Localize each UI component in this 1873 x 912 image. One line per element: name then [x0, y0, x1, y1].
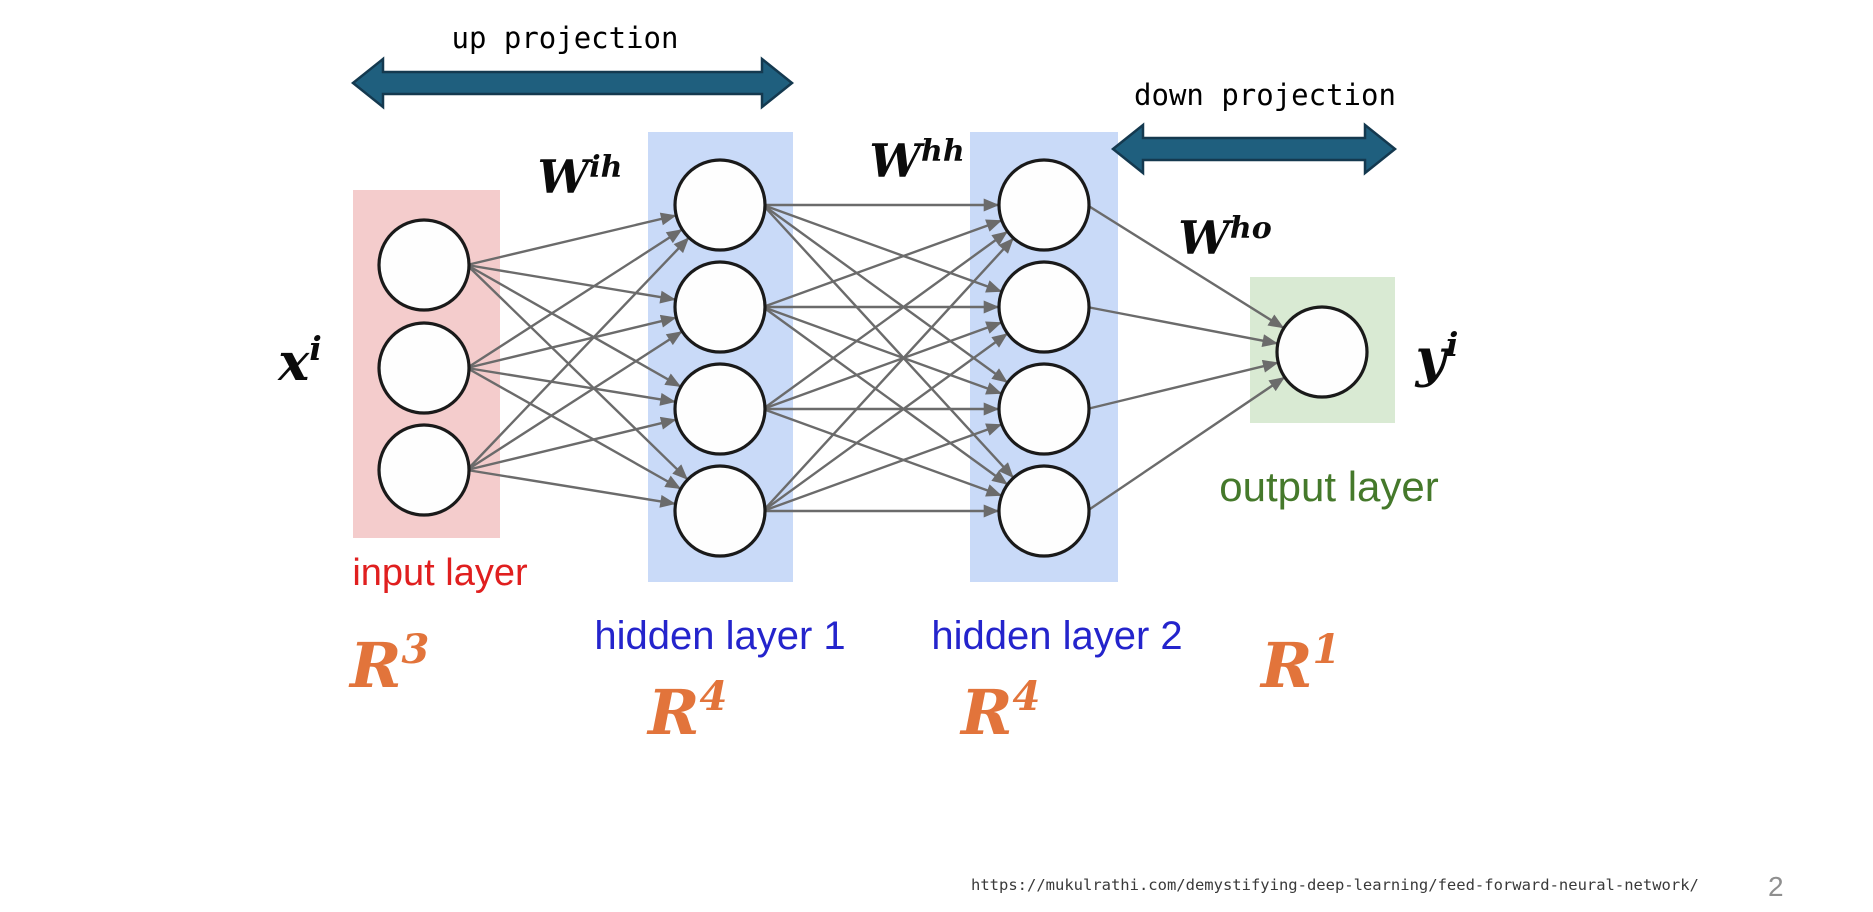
- weight-hh-label: Whh: [869, 137, 964, 185]
- page-number: 2: [1768, 871, 1784, 902]
- connection-line: [762, 204, 1014, 479]
- connection-line: [466, 330, 683, 472]
- neuron-hidden2: [997, 260, 1091, 354]
- down-projection-arrow: [1110, 122, 1398, 176]
- hidden-layer-1-label: hidden layer 1: [594, 614, 846, 658]
- weight-ho-label: Who: [1178, 214, 1272, 262]
- r3-sup: 3: [401, 626, 430, 673]
- r1-sup: 1: [1312, 626, 1341, 673]
- connection-line: [1086, 203, 1285, 329]
- source-url: https://mukulrathi.com/demystifying-deep…: [971, 876, 1699, 894]
- up-projection-arrow: [350, 56, 795, 110]
- r4b-base: R: [961, 676, 1013, 749]
- connection-line: [762, 204, 1008, 383]
- r4a-sup: 4: [699, 673, 728, 720]
- neuron-hidden1: [673, 464, 767, 558]
- weight-ih-label: Wih: [538, 153, 623, 201]
- weight-ho-sup: ho: [1229, 211, 1272, 246]
- connection-line: [1086, 376, 1285, 512]
- connection-line: [762, 219, 1002, 309]
- connection-line: [762, 407, 1002, 497]
- connection-line: [466, 468, 676, 508]
- weight-ih-sup: ih: [589, 150, 623, 185]
- neuron-input: [377, 321, 471, 415]
- input-dimension-label: R3: [350, 630, 429, 697]
- output-dimension-label: R1: [1261, 630, 1340, 697]
- weight-hh-base: W: [869, 134, 922, 188]
- neuron-hidden1: [673, 362, 767, 456]
- neuron-hidden1: [673, 158, 767, 252]
- connection-line: [762, 321, 1002, 411]
- connection-line: [762, 306, 1008, 485]
- r1-base: R: [1261, 629, 1313, 702]
- r4b-sup: 4: [1012, 673, 1041, 720]
- r4a-base: R: [648, 676, 700, 749]
- connection-line: [466, 263, 676, 304]
- input-vector-sup: i: [309, 329, 322, 368]
- weight-hh-sup: hh: [921, 134, 965, 169]
- neuron-hidden2: [997, 158, 1091, 252]
- connection-line: [1086, 359, 1279, 411]
- down-projection-label: down projection: [1134, 78, 1396, 112]
- output-vector-label: yi: [1416, 328, 1459, 385]
- connection-line: [762, 237, 1014, 512]
- input-layer-label: input layer: [352, 552, 528, 594]
- neuron-hidden2: [997, 362, 1091, 456]
- input-vector-label: xi: [278, 332, 322, 389]
- weight-ih-base: W: [537, 150, 590, 204]
- neuron-hidden1: [673, 260, 767, 354]
- connection-line: [762, 423, 1002, 513]
- connection-line: [466, 314, 677, 370]
- input-vector-base: x: [278, 332, 310, 393]
- connection-line: [762, 231, 1008, 410]
- neuron-input: [377, 423, 471, 517]
- connection-line: [466, 263, 682, 388]
- neuron-output: [1275, 305, 1369, 399]
- connection-line: [466, 366, 676, 406]
- neuron-hidden2: [997, 464, 1091, 558]
- connection-line: [1086, 305, 1279, 348]
- neuron-input: [377, 218, 471, 312]
- connection-line: [466, 416, 677, 472]
- connection-line: [466, 228, 683, 370]
- connection-line: [466, 366, 682, 490]
- r3-base: R: [350, 629, 402, 702]
- weight-ho-base: W: [1178, 211, 1230, 265]
- output-layer-label: output layer: [1219, 463, 1439, 510]
- hidden1-dimension-label: R4: [648, 677, 727, 744]
- connection-line: [762, 305, 1002, 395]
- connection-line: [466, 264, 688, 480]
- connection-line: [466, 212, 677, 267]
- connection-line: [762, 333, 1008, 512]
- up-projection-label: up projection: [451, 21, 679, 55]
- connection-line: [466, 237, 690, 471]
- connection-line: [762, 203, 1002, 293]
- hidden-layer-2-label: hidden layer 2: [931, 614, 1183, 658]
- output-vector-sup: i: [1445, 325, 1459, 364]
- hidden2-dimension-label: R4: [961, 677, 1040, 744]
- output-vector-base: y: [1415, 328, 1446, 389]
